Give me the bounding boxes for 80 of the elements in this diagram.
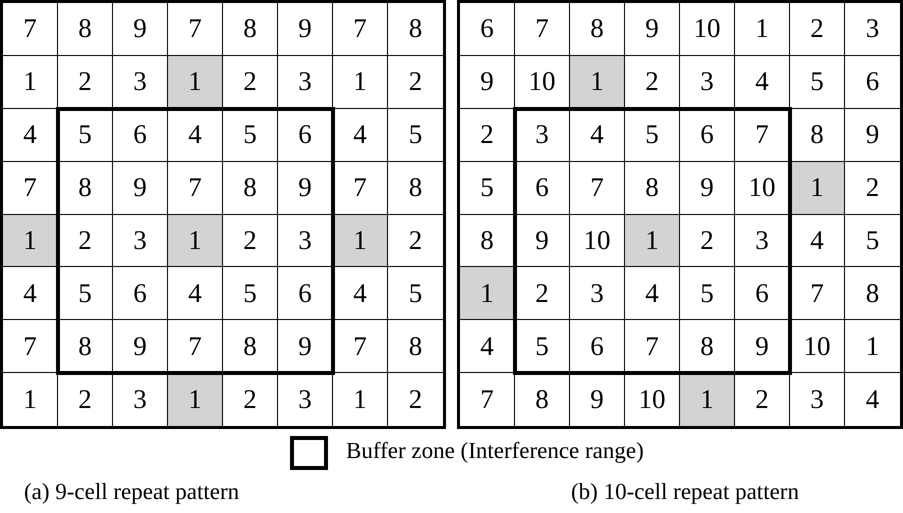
table-cell: 7: [515, 3, 570, 56]
table-cell: 6: [113, 108, 168, 162]
shaded-cell: 1: [168, 214, 223, 268]
table-cell: 4: [570, 108, 625, 162]
table-cell: 8: [460, 214, 515, 268]
table-cell: 7: [333, 320, 388, 374]
table-cell: 5: [223, 267, 278, 320]
table-cell: 2: [515, 267, 570, 320]
table-cell: 2: [680, 214, 735, 268]
shaded-cell: 1: [680, 373, 735, 426]
table-cell: 4: [333, 267, 388, 320]
table-cell: 1: [333, 56, 388, 109]
shaded-cell: 1: [625, 214, 680, 268]
table-cell: 7: [570, 162, 625, 214]
legend-text: Buffer zone (Interference range): [346, 438, 644, 464]
table-cell: 3: [570, 267, 625, 320]
table-cell: 9: [113, 3, 168, 56]
caption: (b) 10-cell repeat pattern: [571, 479, 799, 505]
table-cell: 5: [790, 56, 845, 109]
table-cell: 2: [845, 162, 900, 214]
table-cell: 1: [3, 56, 58, 109]
shaded-cell: 1: [790, 162, 845, 214]
table-cell: 8: [570, 3, 625, 56]
table-cell: 9: [680, 162, 735, 214]
table-cell: 6: [460, 3, 515, 56]
table-cell: 9: [278, 3, 333, 56]
table-cell: 7: [333, 3, 388, 56]
table-cell: 5: [223, 108, 278, 162]
table-cell: 6: [515, 162, 570, 214]
table-cell: 10: [570, 214, 625, 268]
table-cell: 10: [680, 3, 735, 56]
table-cell: 4: [790, 214, 845, 268]
table-cell: 7: [168, 162, 223, 214]
table-cell: 10: [790, 320, 845, 374]
table-cell: 2: [223, 214, 278, 268]
table-cell: 5: [680, 267, 735, 320]
table-cell: 5: [58, 108, 113, 162]
table-cell: 8: [223, 162, 278, 214]
table-cell: 4: [333, 108, 388, 162]
table-cell: 8: [58, 3, 113, 56]
table-cell: 4: [625, 267, 680, 320]
table-cell: 5: [845, 214, 900, 268]
shaded-cell: 1: [168, 373, 223, 426]
table-cell: 2: [790, 3, 845, 56]
table-cell: 6: [113, 267, 168, 320]
shaded-cell: 1: [333, 214, 388, 268]
table-cell: 8: [58, 162, 113, 214]
table-cell: 7: [790, 267, 845, 320]
table-cell: 9: [113, 162, 168, 214]
table-cell: 2: [388, 214, 443, 268]
table-cell: 7: [168, 3, 223, 56]
table-cell: 4: [168, 108, 223, 162]
table-cell: 10: [735, 162, 790, 214]
shaded-cell: 1: [168, 56, 223, 109]
table-cell: 5: [58, 267, 113, 320]
table-cell: 3: [278, 214, 333, 268]
table-cell: 8: [625, 162, 680, 214]
table-cell: 1: [735, 3, 790, 56]
table-cell: 8: [223, 3, 278, 56]
table-cell: 7: [333, 162, 388, 214]
table-cell: 9: [625, 3, 680, 56]
table-cell: 3: [113, 214, 168, 268]
shaded-cell: 1: [460, 267, 515, 320]
table-cell: 8: [790, 108, 845, 162]
table-cell: 8: [388, 162, 443, 214]
shaded-cell: 1: [570, 56, 625, 109]
table-cell: 2: [58, 214, 113, 268]
table-cell: 9: [460, 56, 515, 109]
table-cell: 5: [625, 108, 680, 162]
table-cell: 7: [3, 3, 58, 56]
table-cell: 5: [460, 162, 515, 214]
table-cell: 3: [735, 214, 790, 268]
table-cell: 9: [515, 214, 570, 268]
table-cell: 4: [168, 267, 223, 320]
table-cell: 3: [515, 108, 570, 162]
shaded-cell: 1: [3, 214, 58, 268]
table-cell: 6: [680, 108, 735, 162]
caption: (a) 9-cell repeat pattern: [24, 479, 240, 505]
table-cell: 9: [278, 162, 333, 214]
table-cell: 7: [3, 162, 58, 214]
